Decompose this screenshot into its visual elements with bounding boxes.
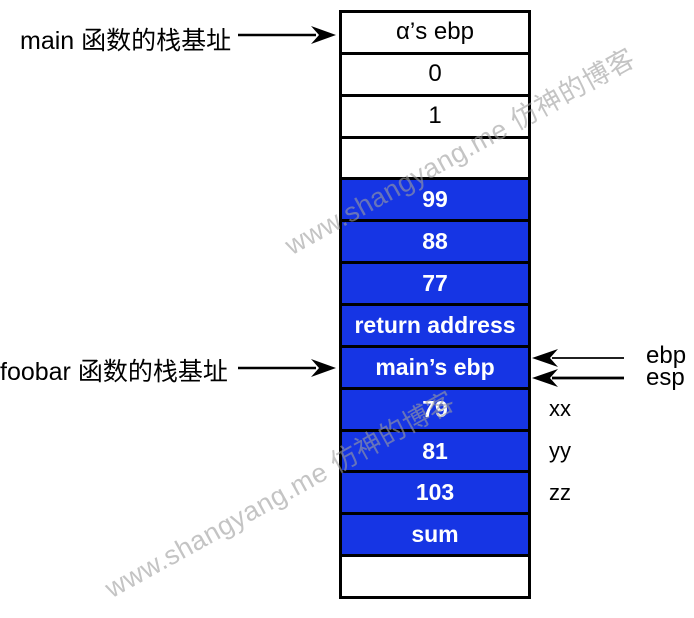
stack-cell: 77 [342, 264, 528, 307]
stack-cell: return address [342, 306, 528, 348]
left-arrow-icon [532, 369, 624, 387]
variable-name-label: zz [549, 479, 571, 505]
annotation-foobar-stack-base: foobar 函数的栈基址 [0, 358, 228, 386]
stack-cell: 88 [342, 222, 528, 265]
right-arrow-icon [238, 26, 336, 44]
stack-cell: 99 [342, 180, 528, 223]
stack-cell: α’s ebp [342, 13, 528, 55]
ebp-register-label: ebp [646, 342, 687, 369]
variable-name-label: xx [549, 396, 571, 422]
esp-register-label: esp [646, 364, 685, 391]
variable-name-label: yy [549, 438, 571, 464]
stack-cell [342, 138, 528, 181]
stack-cell: 1 [342, 96, 528, 139]
annotation-main-stack-base: main 函数的栈基址 [20, 27, 232, 55]
stack-cell: 0 [342, 54, 528, 97]
stack-cell [342, 557, 528, 597]
stack-cell: main’s ebp [342, 347, 528, 390]
right-arrow-icon [238, 359, 336, 377]
stack-cell: sum [342, 515, 528, 558]
left-arrow-icon [532, 349, 624, 367]
